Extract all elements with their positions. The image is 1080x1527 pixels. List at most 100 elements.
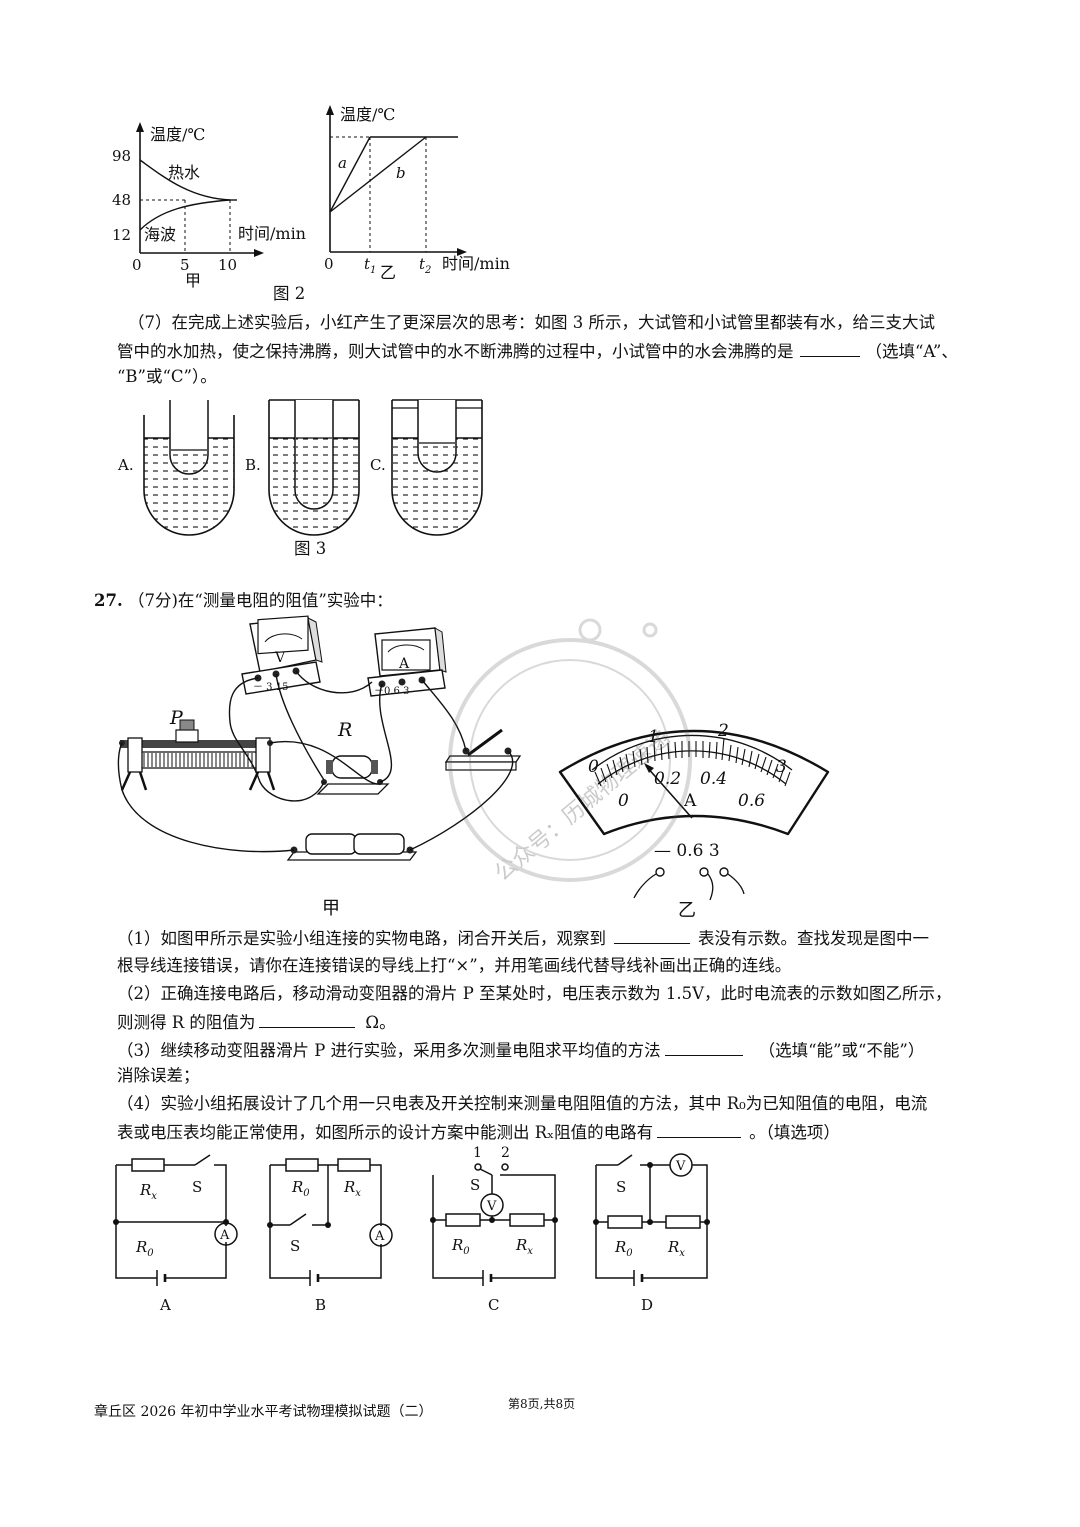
circuit-label-c: C	[488, 1296, 499, 1314]
circuit-c-pos1: 1	[473, 1145, 482, 1161]
q7-line2-text: 管中的水加热，使之保持沸腾，则大试管中的水不断沸腾的过程中，小试管中的水会沸腾的…	[117, 342, 794, 361]
ammeter-label: A	[398, 656, 410, 672]
circuit-a-r0: R0	[135, 1238, 154, 1259]
fig3-label-b: B.	[245, 456, 261, 474]
fig3-caption: 图 3	[294, 539, 327, 558]
dial-terminals: — 0.6 3	[654, 841, 720, 861]
dial-upper-2: 2	[717, 721, 729, 741]
q27-p1-line2: 根导线连接错误，请你在连接错误的导线上打“×”，并用笔画线代替导线补画出正确的连…	[117, 956, 792, 975]
fig2-jia-tick-48: 48	[112, 191, 131, 209]
q27-p4-line2: 表或电压表均能正常使用，如图所示的设计方案中能测出 Rₓ阻值的电路有。（填选项）	[117, 1121, 840, 1144]
circuit-b-ammeter: A	[374, 1229, 385, 1244]
circuit-d-r0: R0	[614, 1238, 633, 1259]
circuit-b-r0: R0	[291, 1178, 310, 1199]
circuit-d-rx: Rx	[667, 1238, 685, 1259]
circuit-label-b: B	[315, 1296, 326, 1314]
q27-p2-blank[interactable]	[259, 1011, 356, 1028]
dial-lower-04: 0.4	[700, 769, 727, 789]
fig2-jia-tick-12: 12	[112, 226, 131, 244]
fig-yi-caption: 乙	[678, 900, 696, 921]
footer-exam-title: 章丘区 2026 年初中学业水平考试物理模拟试题（二）	[94, 1404, 433, 1420]
fig3-label-c: C.	[370, 456, 386, 474]
dial-lower-02: 0.2	[654, 769, 681, 789]
q27-p3-blank[interactable]	[664, 1039, 743, 1056]
q27-p1-text-b: 表没有示数。查找发现是图中一	[698, 929, 929, 948]
circuit-c-switch: S	[470, 1176, 480, 1194]
fig2-jia-tick-98: 98	[112, 147, 131, 165]
fig2-jia-xtick-0: 0	[132, 256, 142, 274]
circuit-c-voltmeter: V	[486, 1199, 497, 1214]
dial-upper-1: 1	[648, 727, 659, 747]
fig2-yi-xlabel: 时间/min	[442, 254, 510, 273]
fig2-jia-ylabel: 温度/℃	[150, 125, 205, 144]
q7-line1: （7）在完成上述实验后，小红产生了更深层次的思考：如图 3 所示，大试管和小试管…	[128, 313, 935, 332]
fig2-yi-graph: 温度/℃ a b 0 t1 t2 时间/min 乙	[324, 105, 510, 280]
circuit-label-d: D	[641, 1296, 653, 1314]
q27-fig-jia-circuit: V － 3 15 A －0.6 3 P R	[117, 615, 522, 919]
q27-p3-text-a: （3）继续移动变阻器滑片 P 进行实验，采用多次测量电阻求平均值的方法	[117, 1041, 661, 1060]
circuit-a-rx: Rx	[139, 1181, 157, 1202]
fig2-yi-line-b: b	[396, 164, 406, 182]
q27-p2-text-b: 则测得 R 的阻值为	[117, 1013, 256, 1032]
q27-header: 27. （7分)在“测量电阻的阻值”实验中：	[94, 590, 393, 612]
q7-line2-post: （选填“A”、	[865, 342, 958, 361]
q27-p3-line1: （3）继续移动变阻器滑片 P 进行实验，采用多次测量电阻求平均值的方法 （选填“能…	[117, 1039, 924, 1062]
q27-p2-text-c: Ω。	[365, 1013, 396, 1032]
q27-p2-line1: （2）正确连接电路后，移动滑动变阻器的滑片 P 至某处时，电压表示数为 1.5V…	[117, 984, 952, 1003]
q7-line2: 管中的水加热，使之保持沸腾，则大试管中的水不断沸腾的过程中，小试管中的水会沸腾的…	[117, 340, 958, 363]
q7-answer-blank[interactable]	[799, 340, 860, 357]
voltmeter-label: V	[274, 650, 286, 666]
dial-lower-06: 0.6	[738, 791, 765, 811]
circuit-c-rx: Rx	[515, 1236, 533, 1257]
fig2-yi-sub: 乙	[380, 263, 396, 280]
q27-p4-line1: （4）实验小组拓展设计了几个用一只电表及开关控制来测量电阻阻值的方法，其中 R₀…	[117, 1094, 928, 1113]
circuit-label-a: A	[159, 1296, 171, 1314]
circuit-c-pos2: 2	[501, 1145, 510, 1161]
fig3-test-tubes: A. B. C.	[117, 399, 483, 536]
fig2-jia-xtick-5: 5	[180, 256, 190, 274]
fig2-jia-xtick-10: 10	[218, 256, 237, 274]
circuit-b-switch: S	[290, 1237, 300, 1255]
q27-fig-yi-ammeter-dial: 0 1 2 3 0 0.2 0.4 0.6 A — 0.6 3 乙	[558, 721, 830, 921]
dial-lower-0: 0	[618, 791, 629, 811]
fig2-jia-hot-water: 热水	[168, 163, 200, 182]
circuit-d-switch: S	[616, 1178, 626, 1196]
q7-line3: “B”或“C”）。	[117, 367, 217, 386]
fig2-yi-ylabel: 温度/℃	[340, 105, 395, 124]
q27-number: 27.	[94, 591, 123, 610]
dial-upper-0: 0	[588, 757, 599, 777]
q27-head: （7分)在“测量电阻的阻值”实验中：	[127, 591, 393, 610]
q27-p1-text-a: （1）如图甲所示是实验小组连接的实物电路，闭合开关后，观察到	[117, 929, 606, 948]
watermark-text: 公众号：历城物理速递	[490, 726, 675, 887]
fig-jia-caption: 甲	[322, 898, 340, 919]
resistor-label: R	[337, 719, 352, 741]
fig2-jia-xlabel: 时间/min	[238, 224, 306, 243]
watermark-seal: 公众号：历城物理速递	[448, 618, 692, 887]
circuit-c-r0: R0	[451, 1236, 470, 1257]
circuit-d-voltmeter: V	[675, 1159, 686, 1174]
fig2-jia-hypo: 海波	[144, 225, 176, 244]
q27-p1-line1: （1）如图甲所示是实验小组连接的实物电路，闭合开关后，观察到 表没有示数。查找发现…	[117, 927, 929, 950]
footer-page-number: 第8页,共8页	[508, 1397, 576, 1411]
circuit-b-rx: Rx	[343, 1178, 361, 1199]
fig2-jia-sub: 甲	[185, 271, 201, 288]
q27-p3-text-b: （选填“能”或“不能”）	[758, 1041, 925, 1060]
fig2-yi-line-a: a	[338, 154, 347, 172]
fig3-label-a: A.	[117, 456, 134, 474]
dial-upper-3: 3	[776, 757, 787, 777]
fig2-yi-origin: 0	[324, 255, 334, 273]
voltmeter-terminals: － 3 15	[253, 682, 288, 693]
q27-p1-blank[interactable]	[614, 927, 690, 944]
fig2-yi-t2: t2	[419, 255, 431, 276]
circuit-diagrams: Rx S R0 A A R0 Rx S A B 1 2 S V R0 Rx C …	[113, 1145, 710, 1314]
q27-p3-line2: 消除误差；	[117, 1066, 200, 1085]
circuit-a-ammeter: A	[219, 1228, 230, 1243]
dial-unit: A	[683, 791, 697, 811]
fig2-caption: 图 2	[273, 284, 306, 303]
circuit-a-switch: S	[192, 1178, 202, 1196]
q27-p2-line2: 则测得 R 的阻值为 Ω。	[117, 1011, 396, 1034]
q27-p4-blank[interactable]	[657, 1121, 742, 1138]
fig2-yi-t1: t1	[364, 255, 376, 276]
ammeter-terminals: －0.6 3	[374, 686, 409, 697]
q27-p4-text-b: 表或电压表均能正常使用，如图所示的设计方案中能测出 Rₓ阻值的电路有	[117, 1123, 654, 1142]
